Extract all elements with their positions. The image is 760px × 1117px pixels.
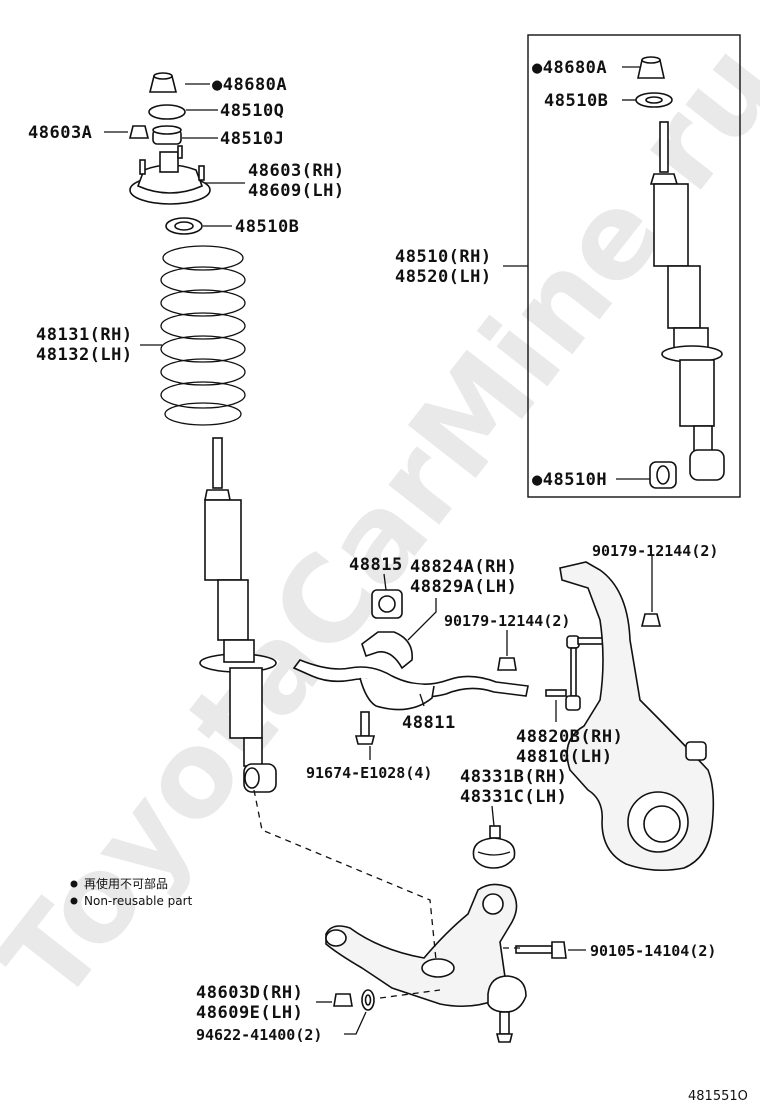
label-48131: 48131(RH) [36,325,133,345]
nut-48603D [333,993,353,1007]
label-48603D: 48603D(RH) [196,983,303,1003]
label-48510Q: 48510Q [220,101,284,121]
bolt-90105 [515,941,567,959]
box-shock-absorber [649,121,725,481]
coil-spring-48131 [160,245,246,426]
stabilizer-bar-48811 [292,659,529,711]
label-48680A: ●48680A [212,75,287,95]
label-48331C: 48331C(LH) [460,787,567,807]
shock-absorber-left [199,437,277,793]
label-48810: 48810(LH) [516,747,613,767]
label-48609E: 48609E(LH) [196,1003,303,1023]
legend-line-1: 再使用不可部品 [84,876,168,891]
label-90179-right: 90179-12144(2) [592,542,718,560]
label-90179-middle: 90179-12144(2) [444,612,570,630]
washer-48510Q [148,104,186,120]
label-box-48520: 48520(LH) [395,267,492,287]
label-48820B: 48820B(RH) [516,727,623,747]
stabilizer-bushing-48815 [371,589,403,619]
watermark: ToyotaCarMine.ru [0,18,760,1028]
support-mount-48603 [129,145,211,205]
steering-knuckle [559,561,715,872]
stabilizer-link-48820B [545,635,607,711]
lower-control-arm [325,883,518,1008]
label-48829A: 48829A(LH) [410,577,517,597]
label-48132: 48132(LH) [36,345,133,365]
legend-bullet-2 [70,897,78,905]
label-box-48680A: ●48680A [532,58,607,78]
legend-bullet-1 [70,880,78,888]
stabilizer-bracket-48824A [361,631,413,670]
washer-94622 [361,989,375,1011]
label-94622: 94622-41400(2) [196,1026,322,1044]
nut-90179-middle [497,657,517,671]
label-48609: 48609(LH) [248,181,345,201]
label-48603A: 48603A [28,123,92,143]
box-bushing-48510H [649,461,677,489]
label-48811: 48811 [402,713,456,733]
label-48331B: 48331B(RH) [460,767,567,787]
ball-joint-boot-48331B [472,825,516,869]
bumper-48510B [165,217,203,235]
label-90105: 90105-14104(2) [590,942,716,960]
illustration-ref: 481551O [688,1089,748,1104]
box-washer-48510B [635,92,673,108]
label-48815: 48815 [349,555,403,575]
label-48510J: 48510J [220,129,284,149]
nut-48680A [148,72,178,93]
label-box-48510B: 48510B [544,91,608,111]
label-box-48510: 48510(RH) [395,247,492,267]
nut-48603A [128,125,150,139]
label-box-48510H: ●48510H [532,470,607,490]
label-48603: 48603(RH) [248,161,345,181]
ball-joint [487,975,527,1043]
legend-line-2: Non-reusable part [84,894,193,908]
label-91674: 91674-E1028(4) [306,764,432,782]
box-nut-48680A [637,56,665,79]
cushion-48510J [152,125,182,145]
label-48824A: 48824A(RH) [410,557,517,577]
nut-90179-right [640,613,662,627]
bolt-91674 [354,711,376,745]
label-48510B: 48510B [235,217,299,237]
